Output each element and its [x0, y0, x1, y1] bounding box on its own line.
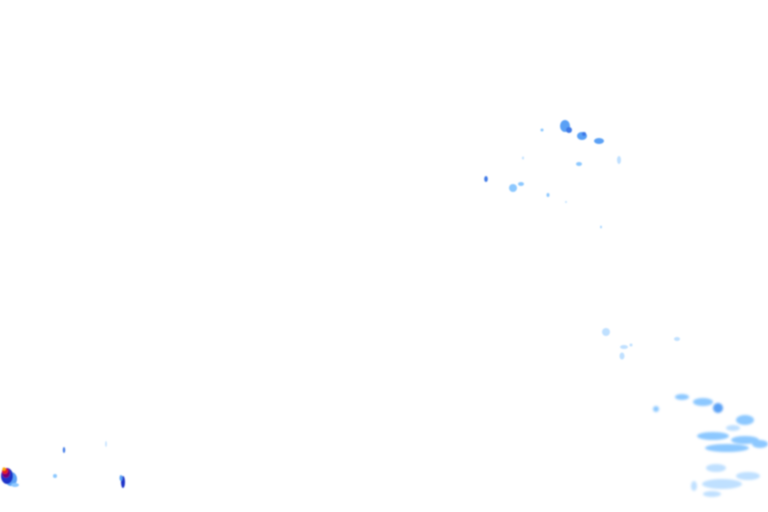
precip-cell	[726, 425, 740, 431]
precip-cluster-southeast	[653, 394, 768, 497]
precip-cell	[752, 440, 768, 448]
precip-cell	[619, 352, 625, 360]
precip-cell	[594, 138, 604, 144]
precip-cell	[576, 162, 582, 166]
precip-cell	[691, 481, 697, 491]
precip-cluster-east	[602, 328, 680, 360]
precip-cell	[617, 156, 621, 164]
precip-cell	[693, 398, 713, 406]
precip-cell	[105, 441, 107, 447]
precip-cell	[540, 128, 544, 132]
precip-cell	[703, 491, 721, 497]
precip-cluster-northeast	[484, 120, 621, 229]
precip-cell	[705, 444, 749, 452]
precip-cell	[620, 345, 628, 349]
precip-cell	[731, 436, 759, 444]
precip-cell	[509, 184, 517, 192]
precip-cell	[706, 464, 726, 472]
precip-cell	[702, 479, 742, 489]
precip-cell	[629, 343, 633, 347]
precip-cell	[518, 182, 524, 186]
precip-cell	[565, 201, 567, 203]
precip-cell	[674, 337, 680, 341]
precip-cell	[119, 475, 123, 481]
precip-cell	[2, 467, 6, 471]
precip-cell	[736, 472, 760, 480]
precip-cell	[736, 415, 754, 425]
precip-cell	[484, 176, 488, 182]
precip-cell	[546, 193, 550, 197]
precip-cell	[675, 394, 689, 400]
precip-cell	[582, 132, 586, 136]
precip-cluster-southwest	[1, 441, 125, 488]
precip-cell	[522, 156, 524, 160]
precip-cell	[697, 432, 729, 440]
precip-cell	[713, 403, 723, 413]
precip-cell	[600, 225, 602, 229]
precip-cell	[566, 127, 572, 133]
precip-cell	[602, 328, 610, 336]
precip-cell	[653, 406, 659, 412]
precip-cell	[62, 447, 66, 453]
precip-cell	[11, 483, 19, 487]
precip-cell	[53, 474, 57, 478]
